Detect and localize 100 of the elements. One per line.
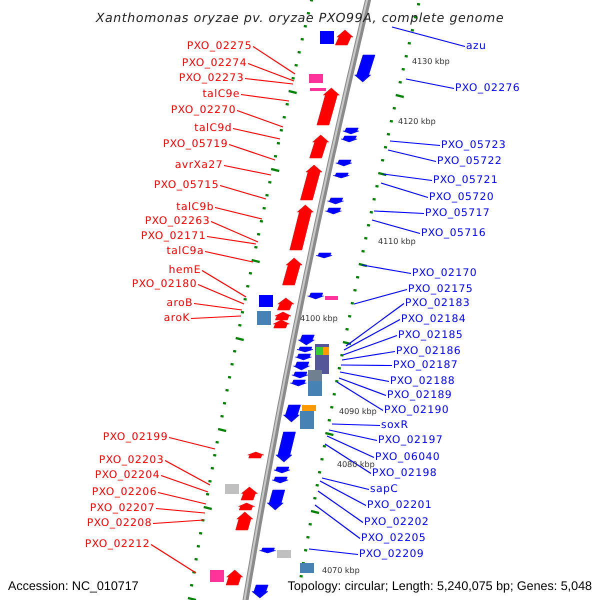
gene-label: PXO_02170 [412, 267, 478, 280]
leader-line [354, 288, 408, 305]
gene-label: PXO_05716 [421, 227, 486, 240]
leader-line [232, 128, 280, 140]
leader-line [380, 182, 428, 198]
gene-label: PXO_02270 [170, 104, 236, 117]
leader-line [342, 334, 398, 356]
genome-info-text: Accession: NC_010717 [8, 579, 139, 594]
scale-label: 4100 kbp [300, 314, 338, 324]
gene-label: PXO_02212 [84, 538, 150, 551]
leader-line [341, 364, 392, 366]
leader-line [314, 504, 360, 539]
scale-label: 4120 kbp [398, 117, 436, 127]
leader-line [194, 302, 242, 311]
leader-line [152, 519, 204, 524]
gene-label: sapC [370, 483, 398, 496]
gene-label: PXO_02206 [92, 486, 157, 499]
scale-label: 4080 kbp [337, 460, 375, 469]
diagram-title: Xanthomonas oryzae pv. oryzae PXO99A, complete genome [94, 10, 506, 26]
gene-label: talC9e [202, 88, 240, 101]
gene-label: PXO_02274 [182, 57, 247, 70]
leader-line [392, 26, 466, 48]
gene-label: PXO_02205 [361, 532, 426, 545]
leader-line [340, 371, 390, 382]
leader-line [248, 62, 294, 82]
leader-line [210, 221, 258, 242]
gene-label: PXO_02197 [378, 434, 444, 447]
scale-label: 4070 kbp [322, 566, 360, 576]
gene-label: hemE [168, 264, 201, 277]
gene-label: PXO_02185 [398, 329, 464, 342]
gene-label: PXO_05722 [437, 155, 502, 168]
leader-line [158, 492, 206, 505]
leader-line [240, 94, 290, 102]
leader-line [382, 173, 432, 182]
genome-info-text: Topology: circular; Length: 5,240,075 bp; Genes: 5,048 [288, 579, 592, 594]
gene-label: talC9a [166, 245, 204, 258]
leader-line [324, 444, 372, 474]
gene-label: PXO_02175 [408, 283, 474, 296]
gene-label: aroB [166, 297, 193, 310]
gene-label: PXO_02276 [455, 82, 520, 95]
leader-line [150, 544, 196, 574]
gene-label: PXO_05723 [441, 139, 506, 152]
leader-line [326, 436, 374, 458]
leader-line [344, 319, 400, 350]
leader-line [220, 184, 266, 200]
gene-label: PXO_02209 [359, 548, 424, 561]
gene-label: PXO_05721 [433, 174, 498, 187]
gene-label: PXO_02199 [102, 431, 168, 444]
gene-label: PXO_02171 [140, 230, 206, 243]
leader-line [156, 508, 206, 514]
gene-label: avrXa27 [174, 159, 223, 172]
leader-line [190, 315, 242, 320]
leader-line [214, 206, 262, 220]
leader-line [204, 250, 254, 263]
leader-line [206, 236, 256, 245]
gene-label: PXO_02184 [401, 313, 466, 326]
leader-line [328, 429, 378, 442]
gene-label: PXO_02187 [393, 359, 458, 372]
gene-label: PXO_02275 [186, 40, 252, 53]
gene-label: PXO_02189 [387, 389, 452, 402]
scale-label: 4110 kbp [378, 237, 416, 247]
leader-line [372, 219, 420, 234]
leader-line [374, 210, 424, 214]
gene-label: PXO_06040 [375, 451, 440, 464]
gene-label: PXO_02198 [372, 467, 438, 480]
leader-line [388, 149, 436, 162]
gene-label: aroK [164, 312, 190, 325]
gene-label: soxR [381, 419, 408, 432]
leader-line [332, 423, 380, 426]
leader-line [244, 78, 294, 85]
gene-label: PXO_02204 [94, 469, 160, 482]
leader-line [390, 140, 440, 146]
gene-label: PXO_02207 [90, 502, 155, 515]
leader-line [338, 377, 386, 396]
gene-label: azu [466, 40, 486, 53]
gene-label: PXO_02186 [396, 345, 462, 358]
scale-label: 4130 kbp [412, 57, 450, 67]
gene-label: PXO_05720 [429, 191, 494, 204]
leader-line [322, 477, 370, 490]
gene-label: talC9b [176, 201, 214, 214]
gene-label: PXO_02263 [144, 215, 210, 228]
gene-label: PXO_02203 [98, 454, 164, 467]
scale-label: 4090 kbp [339, 407, 377, 417]
leader-line [362, 264, 412, 274]
leader-line [252, 46, 296, 74]
leader-line [336, 382, 384, 411]
leader-line [320, 480, 366, 506]
gene-label: talC9d [194, 122, 232, 135]
gene-label: PXO_02201 [367, 499, 432, 512]
gene-label: PXO_02273 [178, 72, 244, 85]
gene-label: PXO_05717 [425, 207, 490, 220]
leader-line [236, 110, 284, 128]
leader-line [318, 490, 364, 523]
gene-label: PXO_02208 [86, 517, 152, 530]
leader-line [164, 460, 210, 486]
leader-line [308, 548, 358, 556]
gene-label: PXO_05715 [154, 179, 219, 192]
gene-label: PXO_02183 [405, 297, 470, 310]
gene-label: PXO_02190 [384, 404, 450, 417]
leader-line [228, 144, 276, 161]
